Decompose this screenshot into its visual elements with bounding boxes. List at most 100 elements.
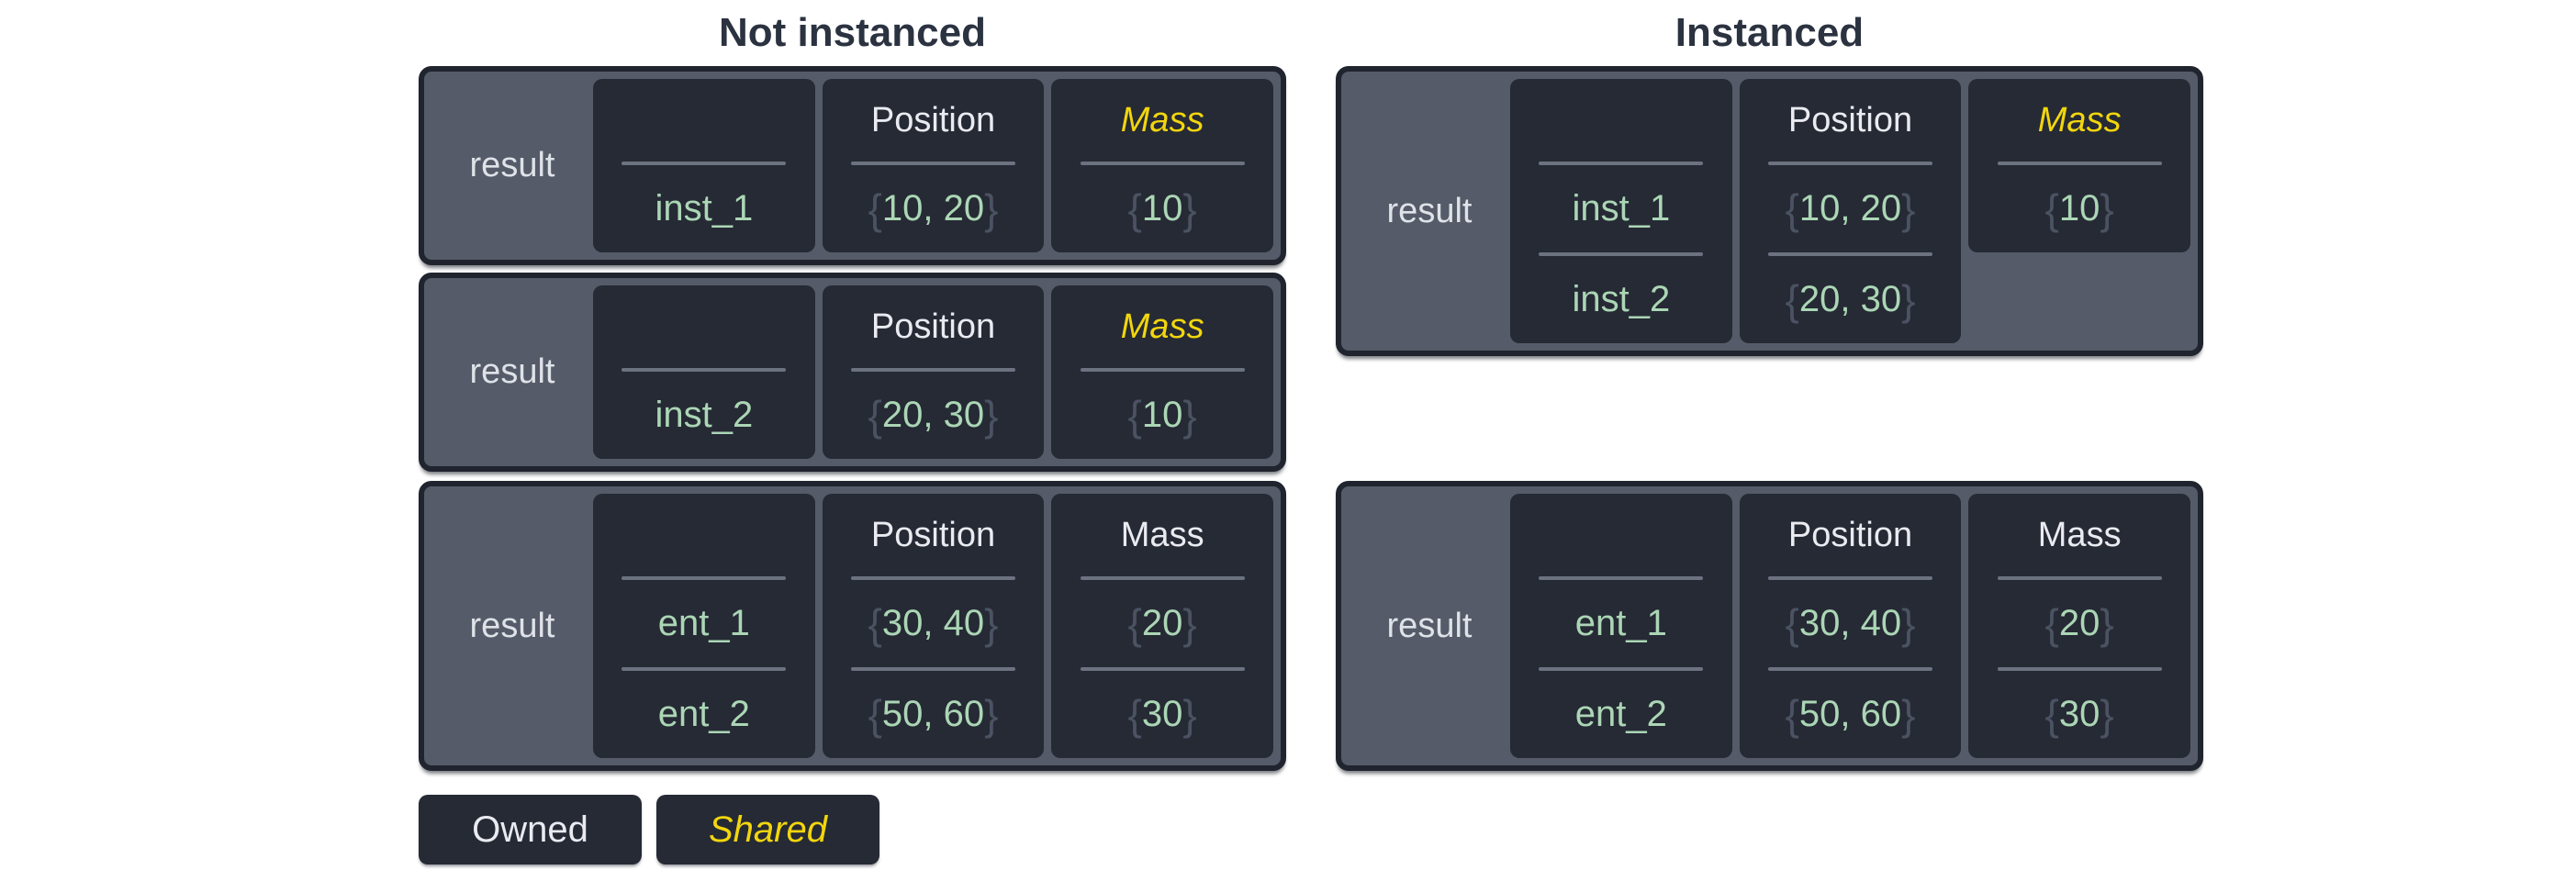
component-column-mass: Mass{10} bbox=[1051, 285, 1274, 459]
component-columns: ent_1 ent_2 Position {30, 40}{50, 60} Mass {2… bbox=[593, 494, 1274, 758]
divider-line bbox=[1539, 667, 1704, 671]
entity-name-cell: ent_1 bbox=[657, 603, 750, 643]
open-brace: { bbox=[868, 184, 882, 233]
value-cell: {30} bbox=[1968, 671, 2190, 758]
value-cell: {30, 40} bbox=[823, 580, 1045, 667]
component-column-mass: Mass {10} bbox=[1968, 79, 2191, 252]
value-cell: {10} bbox=[1051, 372, 1273, 459]
component-column-position: Position{20, 30} bbox=[822, 285, 1045, 459]
divider-line bbox=[1539, 162, 1704, 165]
close-brace: } bbox=[984, 599, 999, 648]
open-brace: { bbox=[868, 690, 882, 739]
value-cell: {20, 30} bbox=[823, 372, 1045, 459]
value-text: 30, 40 bbox=[1798, 603, 1902, 643]
section-title-instanced: Instanced bbox=[1674, 10, 1865, 55]
entity-name-cell: inst_2 bbox=[1572, 279, 1671, 319]
entity-name-column: inst_2 bbox=[593, 285, 815, 459]
value-cell: {20} bbox=[1051, 580, 1273, 667]
divider-line bbox=[851, 667, 1015, 671]
column-header: Mass bbox=[1120, 100, 1204, 139]
column-header-blank bbox=[593, 79, 815, 162]
component-columns: inst_1 Position {10, 20} Mass {10} bbox=[593, 79, 1274, 252]
divider-line bbox=[622, 576, 787, 580]
entity-name-cell: ent_2 bbox=[657, 694, 750, 734]
entity-name-cell: inst_1 bbox=[655, 188, 754, 229]
value-text: 10 bbox=[1141, 188, 1183, 229]
open-brace: { bbox=[1127, 184, 1142, 233]
value-cell: {50, 60} bbox=[823, 671, 1045, 758]
close-brace: } bbox=[984, 184, 999, 233]
value-text: 20, 30 bbox=[881, 395, 985, 435]
component-column-position: Position{10, 20}{20, 30} bbox=[1739, 79, 1962, 343]
close-brace: } bbox=[984, 391, 999, 440]
query-result-table: result inst_2 Position{20, 30}Mass{10} bbox=[419, 273, 1286, 472]
close-brace: } bbox=[2100, 599, 2114, 648]
close-brace: } bbox=[1901, 599, 1916, 648]
value-cell: {30, 40} bbox=[1740, 580, 1962, 667]
column-header: Mass bbox=[2037, 100, 2122, 139]
value-text: 30 bbox=[1141, 694, 1183, 734]
column-header: Position bbox=[1787, 100, 1913, 139]
divider-line bbox=[1768, 576, 1932, 580]
divider-line bbox=[1080, 368, 1245, 372]
legend-owned-chip: Owned bbox=[419, 795, 642, 864]
open-brace: { bbox=[1785, 275, 1799, 324]
column-header-blank bbox=[1510, 79, 1732, 162]
open-brace: { bbox=[1785, 690, 1799, 739]
divider-line bbox=[1080, 162, 1245, 165]
value-cell: {10} bbox=[1968, 165, 2190, 252]
divider-line bbox=[851, 368, 1015, 372]
entity-name-cell: inst_1 bbox=[1572, 188, 1671, 229]
divider-line bbox=[1997, 667, 2162, 671]
entity-name-column: inst_1 inst_2 bbox=[1510, 79, 1732, 343]
component-column-mass: Mass {20}{30} bbox=[1051, 494, 1274, 758]
close-brace: } bbox=[1901, 690, 1916, 739]
value-text: 10, 20 bbox=[881, 188, 985, 229]
open-brace: { bbox=[1127, 599, 1142, 648]
entity-name-column: inst_1 bbox=[593, 79, 815, 252]
column-header: Position bbox=[870, 100, 996, 139]
value-cell: {20} bbox=[1968, 580, 2190, 667]
open-brace: { bbox=[1785, 184, 1799, 233]
value-text: 20 bbox=[1141, 603, 1183, 643]
column-header: Position bbox=[1787, 515, 1913, 554]
open-brace: { bbox=[1127, 391, 1142, 440]
entity-name-column: ent_1 ent_2 bbox=[593, 494, 815, 758]
divider-line bbox=[1997, 162, 2162, 165]
divider-line bbox=[1768, 162, 1932, 165]
entity-name-cell: inst_2 bbox=[655, 395, 754, 435]
value-text: 10 bbox=[1141, 395, 1183, 435]
column-header: Position bbox=[870, 515, 996, 554]
value-text: 10 bbox=[2058, 188, 2100, 229]
result-label: result bbox=[1386, 191, 1473, 230]
column-header: Mass bbox=[1120, 515, 1204, 554]
column-header: Mass bbox=[2037, 515, 2122, 554]
value-text: 10, 20 bbox=[1798, 188, 1902, 229]
close-brace: } bbox=[1901, 275, 1916, 324]
divider-line bbox=[622, 667, 787, 671]
value-cell: {30} bbox=[1051, 671, 1273, 758]
open-brace: { bbox=[2044, 184, 2059, 233]
result-label: result bbox=[469, 352, 555, 391]
component-column-mass: Mass {10} bbox=[1051, 79, 1274, 252]
result-label: result bbox=[1386, 606, 1473, 645]
divider-line bbox=[1080, 667, 1245, 671]
close-brace: } bbox=[1901, 184, 1916, 233]
divider-line bbox=[851, 576, 1015, 580]
entity-name-cell: ent_1 bbox=[1574, 603, 1667, 643]
value-cell: {10, 20} bbox=[823, 165, 1045, 252]
divider-line bbox=[622, 368, 787, 372]
divider-line bbox=[1539, 252, 1704, 256]
value-cell: {10} bbox=[1051, 165, 1273, 252]
open-brace: { bbox=[868, 599, 882, 648]
column-header-blank bbox=[1510, 494, 1732, 576]
component-column-mass: Mass {20}{30} bbox=[1968, 494, 2191, 758]
divider-line bbox=[1080, 576, 1245, 580]
component-column-position: Position{30, 40}{50, 60} bbox=[1739, 494, 1962, 758]
value-cell: {50, 60} bbox=[1740, 671, 1962, 758]
